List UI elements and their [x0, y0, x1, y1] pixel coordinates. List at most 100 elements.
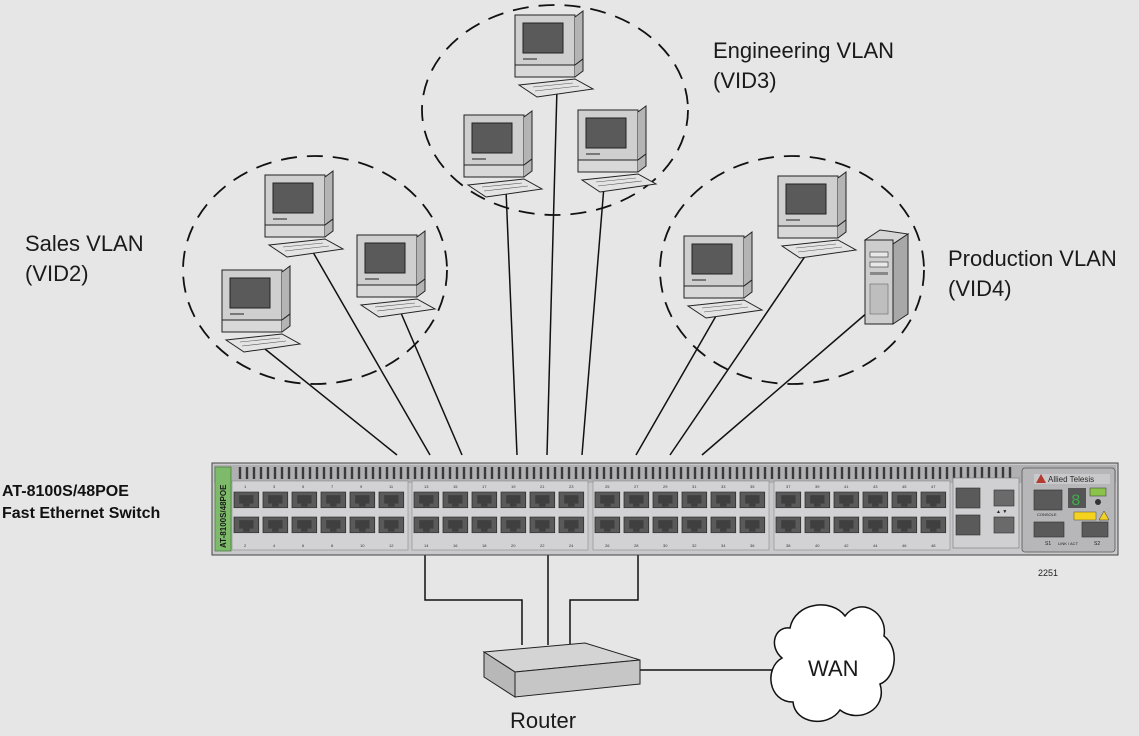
- sales-pc-1: [221, 265, 301, 353]
- ethernet-port: [558, 491, 585, 509]
- ethernet-port: [594, 516, 621, 534]
- figure-number: 2251: [1038, 568, 1059, 578]
- port-number-label: 41: [844, 484, 849, 489]
- port-number-label: 45: [902, 484, 907, 489]
- port-number-label: 22: [540, 543, 545, 548]
- router-device: [482, 642, 641, 698]
- ethernet-port: [739, 516, 766, 534]
- port-number-label: 40: [815, 543, 820, 548]
- port-number-label: 39: [815, 484, 820, 489]
- ethernet-port: [652, 491, 679, 509]
- ethernet-port: [471, 491, 498, 509]
- ethernet-port: [349, 491, 376, 509]
- port-blocks: 1234567891011121314151617181920212223242…: [231, 480, 951, 551]
- switch-model: AT-8100S/48POE: [2, 483, 129, 500]
- sales-pc-3: [356, 230, 436, 318]
- port-number-label: 5: [302, 484, 305, 489]
- switch-side-label: AT-8100S/48POE: [219, 484, 228, 548]
- ethernet-port: [320, 491, 347, 509]
- port-number-label: 36: [750, 543, 755, 548]
- port-number-label: 44: [873, 543, 878, 548]
- s2-label: S2: [1094, 541, 1100, 547]
- caution-icon: [1098, 510, 1110, 521]
- engineering-vlan-name: Engineering VLAN: [713, 38, 895, 63]
- port-number-label: 4: [273, 543, 276, 548]
- port-number-label: 1: [244, 484, 247, 489]
- ethernet-port: [291, 516, 318, 534]
- port-number-label: 48: [931, 543, 936, 548]
- production-vlan-name: Production VLAN: [948, 246, 1117, 271]
- port-number-label: 25: [605, 484, 610, 489]
- port-number-label: 12: [389, 543, 394, 548]
- ethernet-port: [862, 516, 889, 534]
- router-label: Router: [510, 708, 577, 733]
- console-port: [1033, 489, 1063, 511]
- svg-text:8: 8: [1071, 492, 1081, 510]
- sales-pc-2: [264, 170, 344, 258]
- switch-label: AT-8100S/48POE Fast Ethernet Switch: [2, 481, 160, 525]
- port-number-label: 27: [634, 484, 639, 489]
- production-vlan-label: Production VLAN (VID4): [948, 244, 1117, 304]
- port-number-label: 43: [873, 484, 878, 489]
- ethernet-port: [442, 491, 469, 509]
- ethernet-port: [320, 516, 347, 534]
- port-number-label: 46: [902, 543, 907, 548]
- ethernet-port: [529, 491, 556, 509]
- port-number-label: 34: [721, 543, 726, 548]
- management-panel: Allied Telesis CONSOLE 8 S1 LINK / ACT S…: [1033, 474, 1110, 547]
- reset-button: [1095, 499, 1101, 505]
- brand-name: Allied Telesis: [1048, 475, 1094, 484]
- engineering-pc-3: [577, 105, 657, 193]
- s1-label: S1: [1045, 541, 1051, 547]
- port-number-label: 16: [453, 543, 458, 548]
- production-vlan-vid: (VID4): [948, 276, 1012, 301]
- production-vlan-boundary: [659, 155, 925, 385]
- ethernet-port: [920, 516, 947, 534]
- production-pc-1: [683, 231, 763, 319]
- router-links: [424, 555, 778, 671]
- engineering-vlan-vid: (VID3): [713, 68, 777, 93]
- port-number-label: 24: [569, 543, 574, 548]
- port-number-label: 37: [786, 484, 791, 489]
- ethernet-port: [891, 516, 918, 534]
- port-number-label: 23: [569, 484, 574, 489]
- ethernet-port: [804, 516, 831, 534]
- port-number-label: 38: [786, 543, 791, 548]
- svg-text:▲ ▼: ▲ ▼: [996, 509, 1007, 515]
- port-number-label: 33: [721, 484, 726, 489]
- ethernet-port: [529, 516, 556, 534]
- ethernet-port: [681, 516, 708, 534]
- ethernet-port: [833, 491, 860, 509]
- console-label: CONSOLE: [1037, 512, 1057, 517]
- ethernet-port: [262, 491, 289, 509]
- ethernet-port: [471, 516, 498, 534]
- port-number-label: 28: [634, 543, 639, 548]
- ethernet-port: [710, 491, 737, 509]
- link-act-label: LINK / ACT: [1058, 541, 1079, 546]
- sales-vlan-vid: (VID2): [25, 261, 89, 286]
- seven-segment-display: [1068, 488, 1086, 508]
- workstation-links: [259, 87, 869, 456]
- port-number-label: 20: [511, 543, 516, 548]
- port-number-label: 7: [331, 484, 334, 489]
- ethernet-port: [558, 516, 585, 534]
- port-number-label: 29: [663, 484, 668, 489]
- ethernet-port: [710, 516, 737, 534]
- port-number-label: 26: [605, 543, 610, 548]
- engineering-vlan-label: Engineering VLAN (VID3): [713, 36, 894, 96]
- engineering-pc-2: [463, 110, 543, 198]
- ethernet-port: [500, 516, 527, 534]
- wan-label: WAN: [808, 656, 859, 681]
- ethernet-port: [681, 491, 708, 509]
- port-number-label: 31: [692, 484, 697, 489]
- ethernet-port: [500, 491, 527, 509]
- ethernet-port: [413, 491, 440, 509]
- ethernet-port: [262, 516, 289, 534]
- s1-port: [1033, 521, 1065, 538]
- engineering-pc-1: [514, 10, 594, 98]
- ethernet-port: [594, 491, 621, 509]
- production-server: [863, 229, 910, 325]
